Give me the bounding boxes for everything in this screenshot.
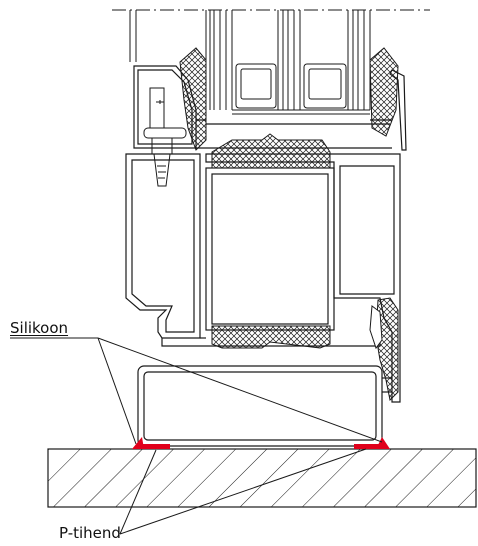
center-line: [112, 9, 430, 62]
frame-seal-right: [369, 297, 399, 402]
sill-adapter-profile: [137, 365, 392, 447]
fixing-screw: [143, 87, 187, 187]
glazing-gasket: [179, 47, 399, 151]
label-p-seal: P-tihend: [59, 524, 121, 542]
thermal-break: [211, 133, 331, 349]
glazing-unit: [205, 10, 371, 115]
frame-profile: [125, 153, 401, 403]
concrete-sill: [47, 448, 477, 508]
silicone-seal-marks: [132, 437, 390, 449]
leader-lines: [10, 337, 383, 535]
label-silicone: Silikoon: [10, 319, 69, 337]
